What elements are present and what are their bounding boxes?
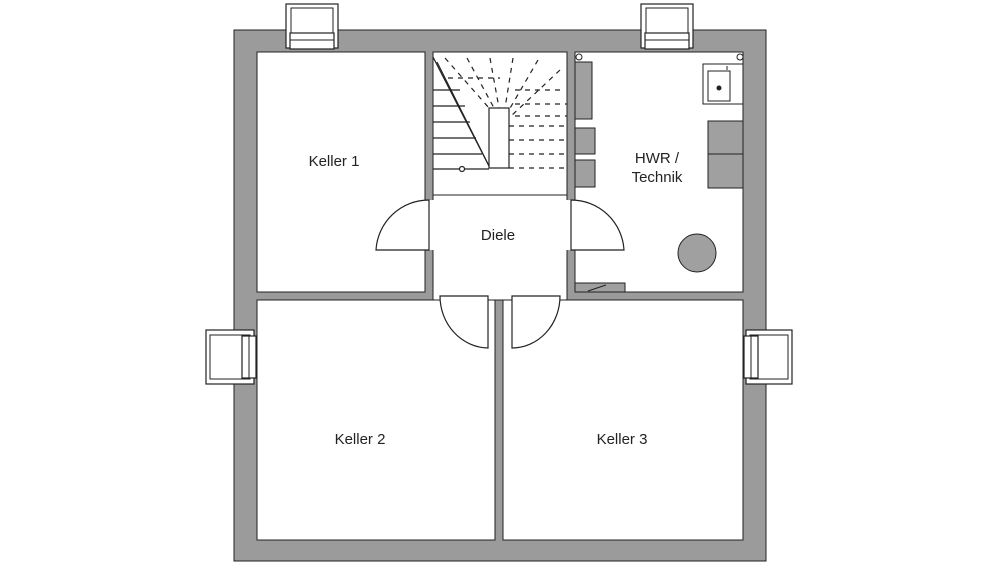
room-label-diele: Diele [481,227,515,244]
door-keller3 [511,295,561,349]
window-top-right [640,3,694,50]
staircase [432,56,567,173]
room-label-keller-2: Keller 2 [335,431,386,448]
window-top-left [285,3,339,50]
wall-openings [424,200,576,301]
window-left [205,329,257,385]
door-hwr [570,199,625,251]
room-label-keller-3: Keller 3 [597,431,648,448]
door-keller2 [439,295,489,349]
door-keller1 [375,199,430,251]
room-label-hwr-line-1: HWR / [635,150,680,167]
walls [233,29,767,562]
window-right [743,329,793,385]
room-label-hwr-line-2: Technik [632,169,683,186]
hwr-fixtures [574,53,744,293]
room-label-keller-1: Keller 1 [309,153,360,170]
